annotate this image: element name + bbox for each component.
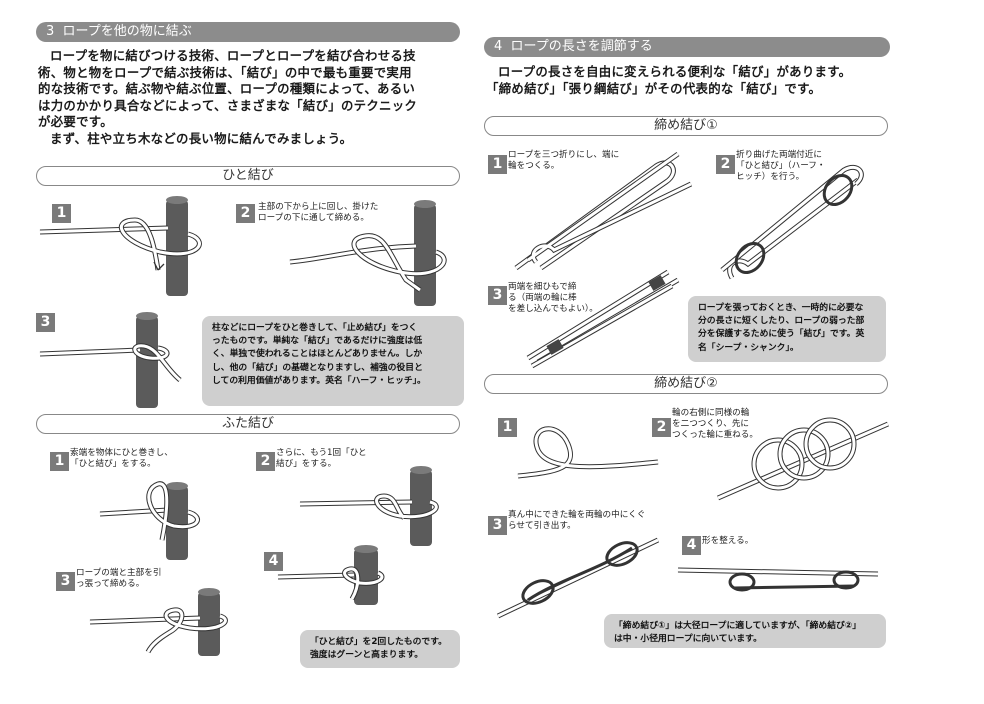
intro-line: 的な技術です。結ぶ物や結ぶ位置、ロープの種類によって、あるい (38, 81, 416, 96)
step-caption: 主部の下から上に回し、掛けた ロープの下に通して締める。 (258, 202, 379, 223)
section-4-header: 4 ロープの長さを調節する (484, 37, 890, 57)
step-caption: 索端を物体にひと巻きし、 「ひと結び」をする。 (70, 448, 173, 469)
step-number: 4 (682, 536, 701, 555)
step-number: 2 (256, 452, 275, 471)
section-number: 3 (46, 24, 55, 39)
step-number: 2 (652, 418, 671, 437)
sheepshank2-step3-illustration (496, 537, 660, 619)
futamusubi-title: ふた結び (36, 414, 460, 434)
shime1-note: ロープを張っておくとき、一時的に必要な 分の長さに短くしたり、ロープの弱った部 … (688, 296, 886, 362)
intro-line: ロープの長さを自由に変えられる便利な「結び」があります。 (498, 64, 852, 79)
futamusubi-note: 「ひと結び」を2回したものです。 強度はグーンと高まります。 (300, 630, 460, 668)
step-caption: 真ん中にできた輪を両輪の中にくぐ らせて引き出す。 (508, 510, 646, 531)
step-number: 2 (236, 204, 255, 223)
half-hitch-step2-illustration (289, 200, 447, 306)
hitomusubi-note: 柱などにロープをひと巻きして、「止め結び」をつく ったものです。単純な「結び」で… (202, 316, 464, 406)
shime2-note: 「締め結び①」は大径ロープに適していますが、「締め結び②」 は中・小径用ロープに… (604, 614, 886, 648)
step-caption: ロープを三つ折りにし、端に 輪をつくる。 (508, 150, 620, 171)
sheepshank2-step1-illustration (517, 426, 659, 479)
step-number: 2 (716, 155, 735, 174)
half-hitch-step3-illustration (39, 312, 182, 408)
sheepshank2-step2-illustration (717, 417, 889, 501)
step-number: 4 (264, 552, 283, 571)
intro-line: が必要です。 (38, 114, 113, 129)
sheepshank-step3-illustration (526, 269, 680, 369)
section-title: ロープを他の物に結ぶ (62, 24, 192, 39)
section-4-intro: ロープの長さを自由に変えられる便利な「結び」があります。 「締め結び」「張り綱結… (486, 64, 906, 97)
intro-line: まず、柱や立ち木などの長い物に結んでみましょう。 (50, 130, 353, 146)
step-caption: 折り曲げた両端付近に 「ひと結び」（ハーフ・ ヒッチ）を行う。 (736, 150, 826, 182)
two-half-hitches-step4-illustration (277, 545, 385, 605)
section-3-intro: ロープを物に結びつける技術、ロープとロープを結び合わせる技 術、物と物をロープで… (38, 48, 468, 147)
step-number: 3 (56, 572, 75, 591)
sheepshank-step1-illustration (514, 151, 693, 271)
shime2-title: 締め結び② (484, 374, 888, 394)
shime1-title: 締め結び① (484, 116, 888, 136)
section-number: 4 (494, 39, 503, 54)
step-caption: 輪の右側に同様の輪 を二つつくり、先に つくった輪に重ねる。 (672, 408, 758, 440)
step-caption: 形を整える。 (702, 536, 754, 546)
two-half-hitches-step1-illustration (99, 481, 200, 560)
section-3-header: 3 ロープを他の物に結ぶ (36, 22, 460, 42)
step-number: 1 (498, 418, 517, 437)
half-hitch-step1-illustration (39, 196, 202, 296)
intro-line: 「締め結び」「張り綱結び」がその代表的な「結び」です。 (486, 80, 822, 96)
step-number: 3 (488, 286, 507, 305)
step-number: 3 (36, 313, 55, 332)
step-caption: さらに、もう1回「ひと 結び」をする。 (276, 448, 367, 469)
intro-line: は力のかかり具合などによって、さまざまな「結び」のテクニック (38, 97, 418, 113)
intro-line: 術、物と物をロープで結ぶ技術は、「結び」の中で最も重要で実用 (38, 64, 412, 80)
hitomusubi-title: ひと結び (36, 166, 460, 186)
two-half-hitches-step2-illustration (299, 466, 439, 546)
step-caption: ロープの端と主部を引 っ張って締める。 (76, 568, 162, 589)
step-number: 1 (488, 155, 507, 174)
section-title: ロープの長さを調節する (510, 39, 653, 54)
step-number: 1 (50, 452, 69, 471)
sheepshank-step2-illustration (720, 164, 864, 280)
sheepshank2-step4-illustration (677, 567, 879, 592)
step-number: 3 (488, 516, 507, 535)
two-half-hitches-step3-illustration (89, 588, 228, 656)
right-page: 4 ロープの長さを調節する ロープの長さを自由に変えられる便利な「結び」がありま… (478, 0, 984, 704)
intro-line: ロープを物に結びつける技術、ロープとロープを結び合わせる技 (50, 48, 416, 63)
step-caption: 両端を細ひもで締 る（両端の輪に棒 を差し込んでもよい）。 (508, 282, 598, 314)
left-page: 3 ロープを他の物に結ぶ ロープを物に結びつける技術、ロープとロープを結び合わせ… (0, 0, 470, 704)
step-number: 1 (52, 204, 71, 223)
